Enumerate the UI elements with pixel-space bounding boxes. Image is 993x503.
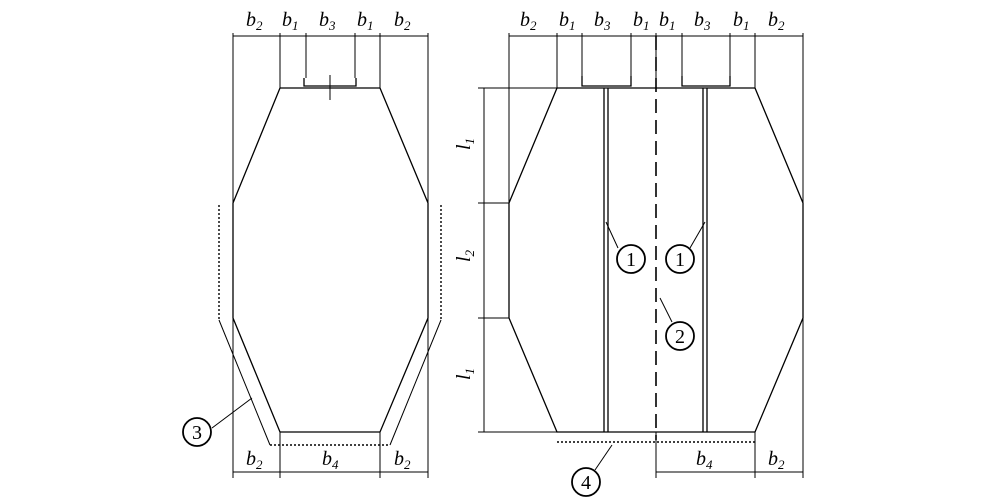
callout-3: 3 <box>192 422 202 444</box>
label-l2: l2 <box>453 249 477 262</box>
label-b2: b2 <box>246 448 263 472</box>
label-l1: l1 <box>453 138 477 150</box>
right-figure <box>478 33 804 478</box>
callout-2: 2 <box>675 326 685 348</box>
label-b1: b1 <box>559 9 576 33</box>
label-b1: b1 <box>659 9 676 33</box>
left-figure <box>211 33 442 478</box>
label-b3: b3 <box>319 9 336 33</box>
label-b4: b4 <box>696 448 713 472</box>
callout-circle <box>665 321 695 351</box>
label-b3: b3 <box>594 9 611 33</box>
label-b2: b2 <box>394 448 411 472</box>
label-b2: b2 <box>394 9 411 33</box>
callout-1: 1 <box>626 249 636 271</box>
label-b1: b1 <box>357 9 374 33</box>
callout-circle <box>665 244 695 274</box>
label-b3: b3 <box>694 9 711 33</box>
label-b2: b2 <box>520 9 537 33</box>
callout-circle <box>182 417 212 447</box>
callouts: 3 1 1 2 4 <box>182 244 695 497</box>
callout-1: 1 <box>675 249 685 271</box>
label-b1: b1 <box>282 9 299 33</box>
label-l1: l1 <box>453 368 477 380</box>
callout-4: 4 <box>581 472 591 494</box>
callout-circle <box>616 244 646 274</box>
label-b1: b1 <box>633 9 650 33</box>
callout-circle <box>571 467 601 497</box>
label-b1: b1 <box>733 9 750 33</box>
label-b4: b4 <box>322 448 339 472</box>
label-b2: b2 <box>768 9 785 33</box>
label-b2: b2 <box>768 448 785 472</box>
label-b2: b2 <box>246 9 263 33</box>
dimension-labels: b2 b1 b3 b1 b2 b2 b4 b2 b2 b1 b3 b1 b1 b… <box>246 9 785 472</box>
